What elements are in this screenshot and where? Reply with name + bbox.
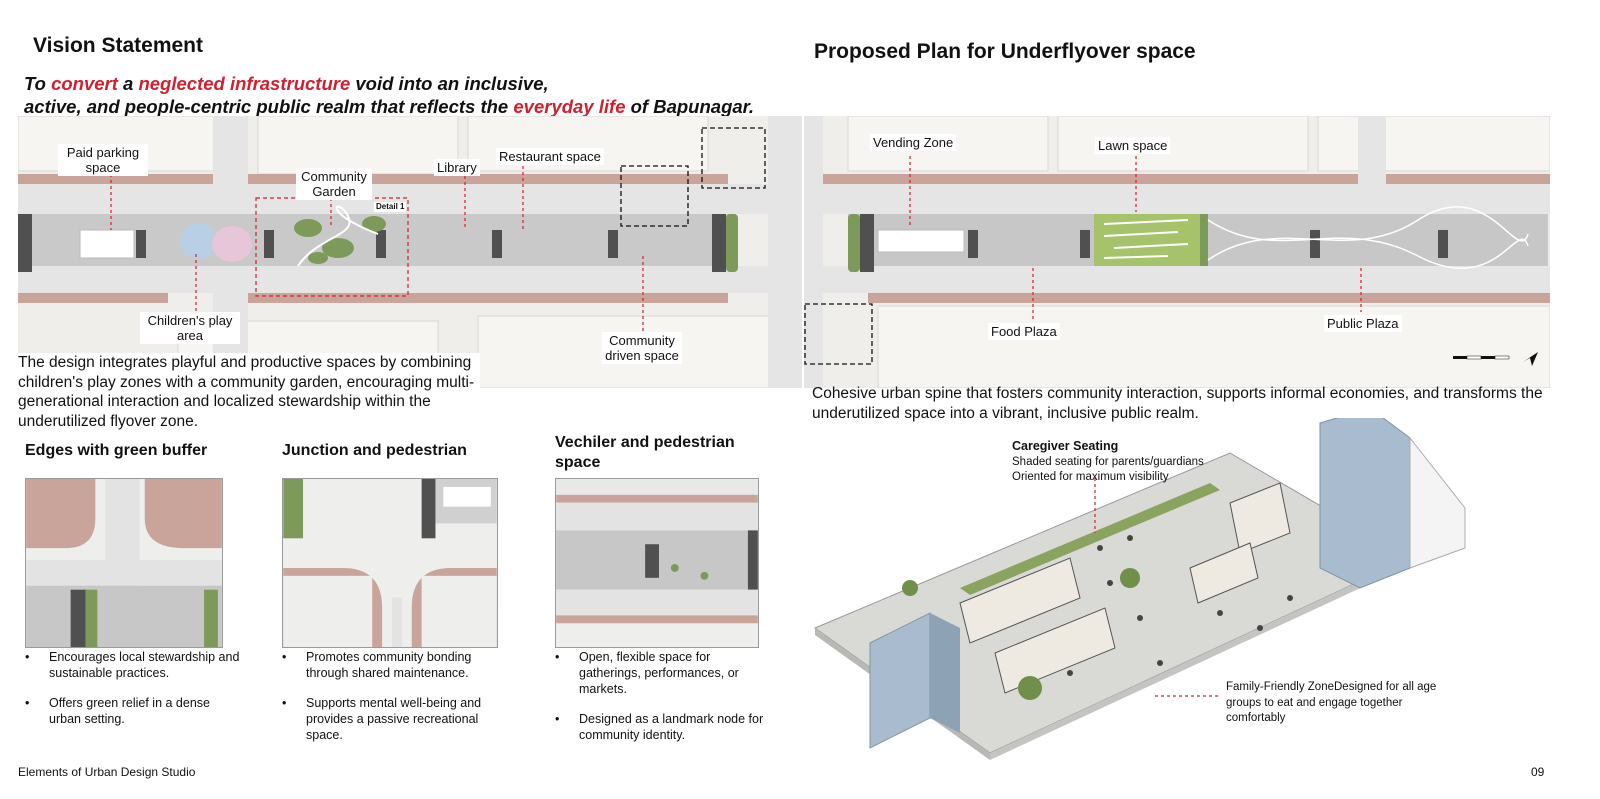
vision-highlight: everyday life xyxy=(513,96,626,117)
page-number: 09 xyxy=(1531,765,1545,779)
food-plaza-axonometric xyxy=(813,418,1466,760)
detail-bullets-junction: Promotes community bonding through share… xyxy=(282,649,497,757)
detail-bullets-edges: Encourages local stewardship and sustain… xyxy=(25,649,240,741)
vision-title: Vision Statement xyxy=(33,34,203,57)
bullet-item: Encourages local stewardship and sustain… xyxy=(25,649,240,681)
family-zone-annotation: Family-Friendly ZoneDesigned for all age… xyxy=(1226,681,1437,724)
label-detail-1: Detail 1 xyxy=(374,202,407,212)
vision-text: active, and people-centric public realm … xyxy=(24,96,514,117)
label-food-plaza: Food Plaza xyxy=(988,323,1060,340)
detail-title-junction: Junction and pedestrian xyxy=(282,442,467,459)
label-childrens-play-area: Children's play area xyxy=(140,312,240,344)
caregiver-title: Caregiver Seating xyxy=(1012,439,1119,453)
bullet-item: Offers green relief in a dense urban set… xyxy=(25,695,240,727)
plan-title: Proposed Plan for Underflyover space xyxy=(814,40,1196,63)
caregiver-line-2: Oriented for maximum visibility xyxy=(1012,471,1169,483)
vision-text: To xyxy=(24,73,52,94)
caregiver-line-1: Shaded seating for parents/guardians xyxy=(1012,455,1204,468)
site-plan-drawing xyxy=(18,116,1550,388)
bullet-item: Supports mental well-being and provides … xyxy=(282,695,497,743)
detail-image-vehicular xyxy=(555,478,759,648)
vision-highlight: convert xyxy=(51,73,118,94)
bullet-item: Designed as a landmark node for communit… xyxy=(555,711,765,743)
label-vending-zone: Vending Zone xyxy=(870,134,957,151)
detail-bullets-vehicular: Open, flexible space for gatherings, per… xyxy=(555,649,765,757)
left-plan-description: The design integrates playful and produc… xyxy=(18,353,480,431)
right-plan-description: Cohesive urban spine that fosters commun… xyxy=(812,385,1543,422)
scale-bar xyxy=(1453,352,1538,366)
label-community-driven-space: Community driven space xyxy=(602,332,682,364)
vision-text: a xyxy=(117,73,139,94)
detail-image-edges xyxy=(25,478,223,648)
label-public-plaza: Public Plaza xyxy=(1324,315,1402,332)
label-restaurant-space: Restaurant space xyxy=(496,148,604,165)
vision-text: of Bapunagar. xyxy=(625,96,754,117)
detail-title-edges: Edges with green buffer xyxy=(25,442,208,459)
detail-title-vehicular: Vechiler and pedestrian space xyxy=(555,434,735,471)
caregiver-seating-annotation: Caregiver Seating Shaded seating for par… xyxy=(1012,439,1242,486)
vision-line-1: To convert a neglected infrastructure vo… xyxy=(24,72,784,95)
bullet-item: Promotes community bonding through share… xyxy=(282,649,497,681)
label-community-garden: Community Garden xyxy=(296,168,372,200)
label-library: Library xyxy=(434,159,480,176)
label-lawn-space: Lawn space xyxy=(1095,137,1171,154)
label-paid-parking: Paid parking space xyxy=(58,144,148,176)
vision-statement: To convert a neglected infrastructure vo… xyxy=(24,72,784,118)
bullet-item: Open, flexible space for gatherings, per… xyxy=(555,649,765,697)
vision-highlight: neglected infrastructure xyxy=(138,73,351,94)
footer-studio: Elements of Urban Design Studio xyxy=(18,765,196,779)
vision-line-2: active, and people-centric public realm … xyxy=(24,95,784,118)
detail-image-junction xyxy=(282,478,498,648)
vision-text: void into an inclusive, xyxy=(350,73,549,94)
